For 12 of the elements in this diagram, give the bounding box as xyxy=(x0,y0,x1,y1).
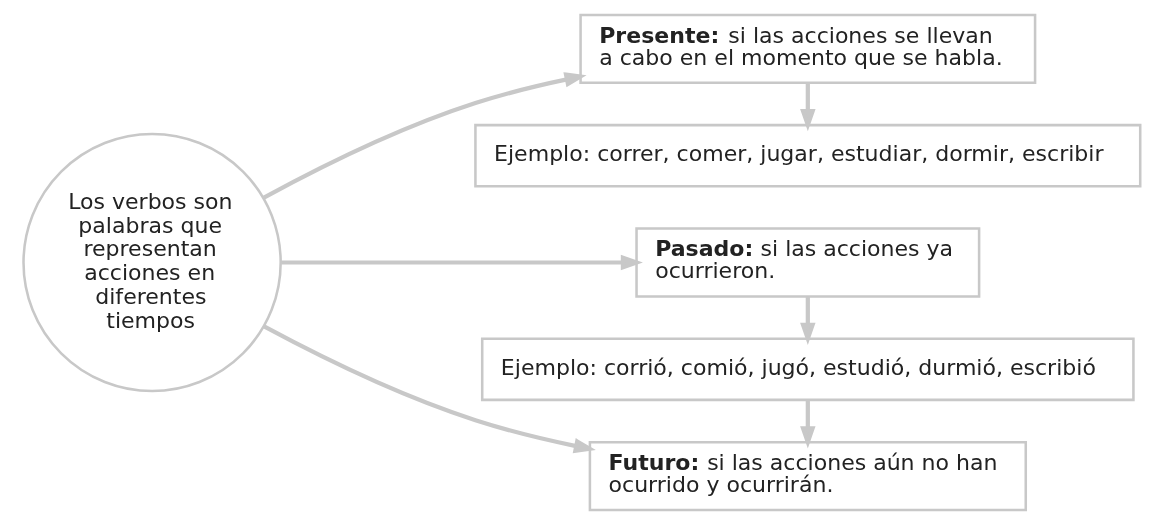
node-box: Ejemplo: corrió, comió, jugó, estudió, durmió, escribió xyxy=(480,337,1135,402)
node-box: Pasado: si las acciones ya ocurrieron. xyxy=(634,227,980,298)
node-box: Presente: si las acciones se llevan a cabo en el momento que se habla. xyxy=(578,13,1036,84)
arrow xyxy=(799,296,816,345)
arrow xyxy=(799,399,816,449)
arrow xyxy=(799,83,816,132)
arrow xyxy=(261,72,587,200)
node-circle: Los verbos son palabras que representan acciones en diferentes tiempos xyxy=(21,132,282,393)
arrow xyxy=(280,254,643,271)
node-box: Futuro: si las acciones aún no han ocurrido y ocurrirán. xyxy=(588,441,1027,512)
arrow xyxy=(262,324,596,454)
node-box: Ejemplo: correr, comer, jugar, estudiar, dormir, escribir xyxy=(473,123,1141,188)
